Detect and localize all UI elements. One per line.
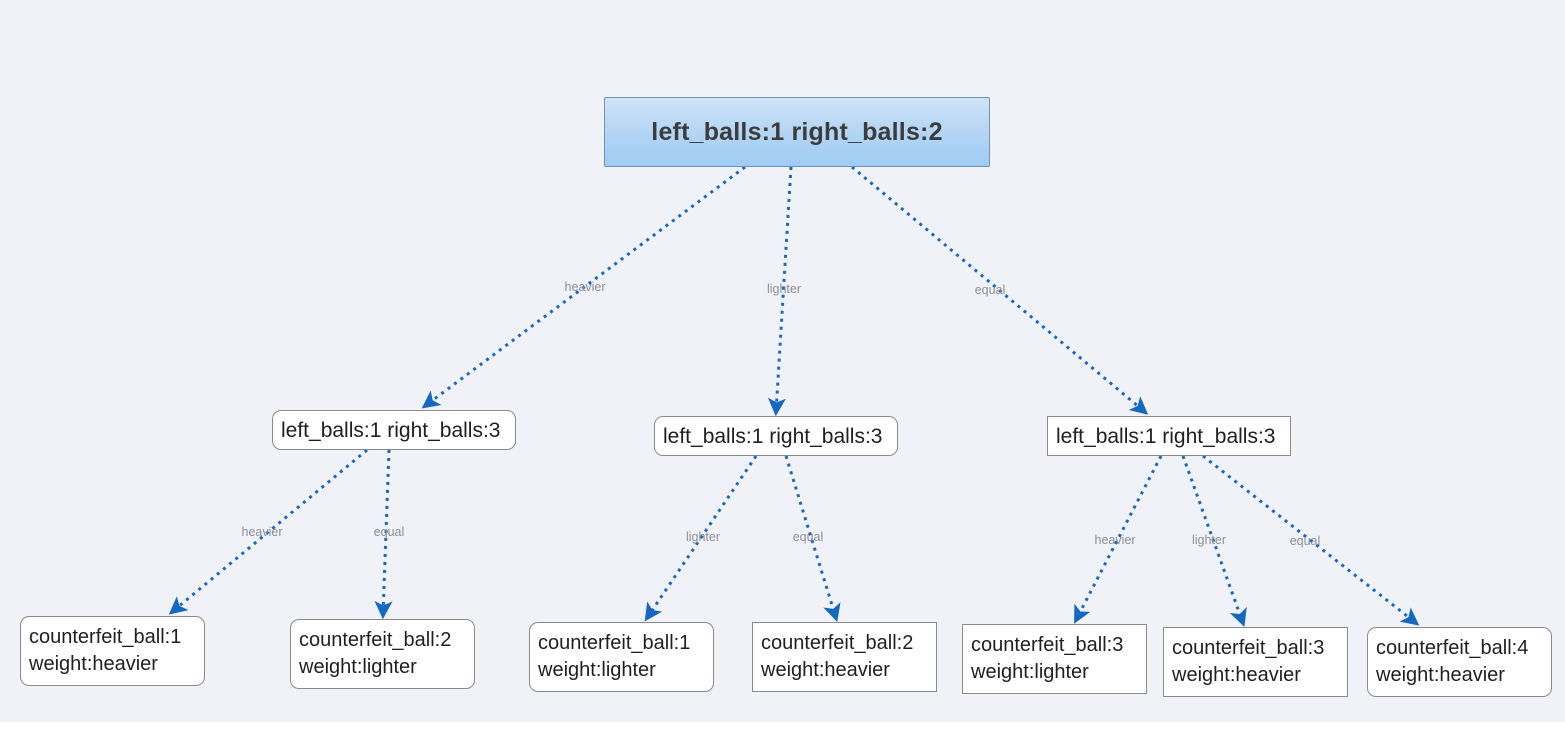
tree-node-l2-line-2: weight:lighter xyxy=(299,656,417,678)
tree-node-n2-line-1: left_balls:1 right_balls:3 xyxy=(663,424,883,448)
tree-node-l1-line-2: weight:heavier xyxy=(29,653,158,675)
tree-node-root[interactable]: left_balls:1 right_balls:2 xyxy=(604,97,990,167)
tree-node-l2[interactable]: counterfeit_ball:2 weight:lighter xyxy=(290,619,475,689)
tree-node-l6-line-1: counterfeit_ball:3 xyxy=(1172,637,1325,659)
tree-node-l5[interactable]: counterfeit_ball:3 weight:lighter xyxy=(962,624,1147,694)
tree-node-l1[interactable]: counterfeit_ball:1 weight:heavier xyxy=(20,616,205,686)
edge-label-n1-to-l1: heavier xyxy=(241,525,283,539)
tree-node-l4-line-2: weight:heavier xyxy=(761,659,890,681)
tree-node-l4-line-1: counterfeit_ball:2 xyxy=(761,632,914,654)
edge-label-n2-to-l3: lighter xyxy=(685,530,721,544)
edge-label-n3-to-l7: equal xyxy=(1289,534,1321,548)
tree-node-l5-line-1: counterfeit_ball:3 xyxy=(971,634,1124,656)
edge-label-n3-to-l6: lighter xyxy=(1191,533,1227,547)
tree-node-l7-line-2: weight:heavier xyxy=(1376,664,1505,686)
edge-label-root-to-n3: equal xyxy=(974,283,1006,297)
tree-node-n3[interactable]: left_balls:1 right_balls:3 xyxy=(1047,416,1291,456)
tree-node-n1[interactable]: left_balls:1 right_balls:3 xyxy=(272,410,516,450)
tree-node-l3[interactable]: counterfeit_ball:1 weight:lighter xyxy=(529,622,714,692)
edge-label-n1-to-l2: equal xyxy=(373,525,405,539)
tree-node-l6-line-2: weight:heavier xyxy=(1172,664,1301,686)
tree-node-l4[interactable]: counterfeit_ball:2 weight:heavier xyxy=(752,622,937,692)
tree-node-l7-line-1: counterfeit_ball:4 xyxy=(1376,637,1529,659)
tree-node-l2-line-1: counterfeit_ball:2 xyxy=(299,629,452,651)
edge-label-n2-to-l4: equal xyxy=(792,530,824,544)
tree-node-l3-line-2: weight:lighter xyxy=(538,659,656,681)
tree-node-l1-line-1: counterfeit_ball:1 xyxy=(29,626,182,648)
tree-node-l3-line-1: counterfeit_ball:1 xyxy=(538,632,691,654)
edge-label-n3-to-l5: heavier xyxy=(1094,533,1136,547)
tree-node-n3-line-1: left_balls:1 right_balls:3 xyxy=(1056,424,1276,448)
tree-node-l5-line-2: weight:lighter xyxy=(971,661,1089,683)
tree-node-n1-line-1: left_balls:1 right_balls:3 xyxy=(281,418,501,442)
tree-node-root-line-1: left_balls:1 right_balls:2 xyxy=(651,117,943,146)
tree-node-l7[interactable]: counterfeit_ball:4 weight:heavier xyxy=(1367,627,1552,697)
edge-label-root-to-n2: lighter xyxy=(766,282,802,296)
edge-label-root-to-n1: heavier xyxy=(564,280,606,294)
tree-node-l6[interactable]: counterfeit_ball:3 weight:heavier xyxy=(1163,627,1348,697)
tree-node-n2[interactable]: left_balls:1 right_balls:3 xyxy=(654,416,898,456)
